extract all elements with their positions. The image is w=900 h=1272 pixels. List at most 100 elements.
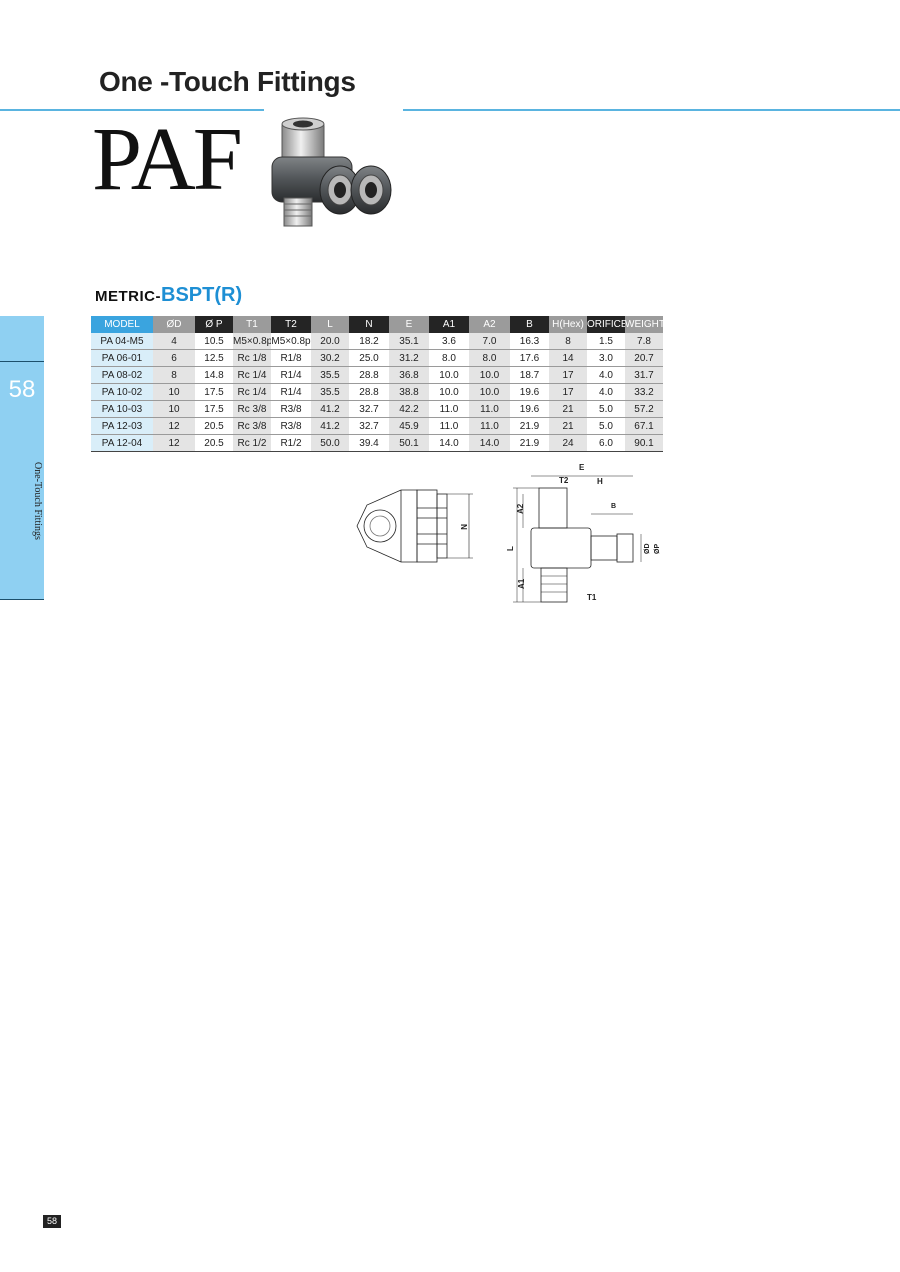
col-header-a1: A1	[429, 316, 469, 333]
table-cell: 31.2	[389, 349, 429, 367]
table-cell: 21	[549, 400, 587, 418]
table-cell: 5.0	[587, 417, 625, 435]
product-photo	[271, 117, 392, 227]
col-header-l: L	[311, 316, 349, 333]
header-rule-right	[403, 109, 900, 111]
table-cell: 41.2	[311, 400, 349, 418]
table-cell: 4.0	[587, 366, 625, 384]
table-cell: 21	[549, 417, 587, 435]
label-op: ØP	[654, 544, 661, 554]
table-cell: 50.1	[389, 434, 429, 452]
table-cell: 11.0	[469, 417, 510, 435]
spec-table: MODEL ØD Ø P T1 T2 L N E A1 A2 B H(Hex) …	[91, 316, 663, 452]
table-cell: 12	[153, 434, 195, 452]
table-cell: 50.0	[311, 434, 349, 452]
product-code: PAF	[92, 110, 243, 209]
table-cell: 17.5	[195, 400, 233, 418]
footer-page-number: 58	[43, 1215, 61, 1228]
table-cell: 17	[549, 366, 587, 384]
table-cell: 35.5	[311, 366, 349, 384]
table-cell: 6.0	[587, 434, 625, 452]
table-cell-model: PA 10-02	[91, 383, 153, 401]
table-cell-model: PA 08-02	[91, 366, 153, 384]
table-cell-model: PA 04-M5	[91, 333, 153, 350]
col-header-op: Ø P	[195, 316, 233, 333]
table-cell: 41.2	[311, 417, 349, 435]
table-cell: 11.0	[469, 400, 510, 418]
label-b: B	[611, 503, 616, 510]
table-cell: 8	[549, 333, 587, 350]
label-od: ØD	[644, 544, 651, 555]
table-cell: 35.5	[311, 383, 349, 401]
table-cell: 35.1	[389, 333, 429, 350]
table-cell: 28.8	[349, 383, 389, 401]
table-cell: 14.0	[469, 434, 510, 452]
table-cell: 17	[549, 383, 587, 401]
table-cell: 10	[153, 400, 195, 418]
table-cell: 39.4	[349, 434, 389, 452]
table-cell: 32.7	[349, 400, 389, 418]
table-cell: R1/4	[271, 383, 311, 401]
spec-table-header-row: MODEL ØD Ø P T1 T2 L N E A1 A2 B H(Hex) …	[91, 316, 663, 333]
table-cell: 67.1	[625, 417, 663, 435]
table-cell: 19.6	[510, 400, 549, 418]
table-cell: 8.0	[469, 349, 510, 367]
table-cell: 8	[153, 366, 195, 384]
table-cell-model: PA 06-01	[91, 349, 153, 367]
table-cell: 20.0	[311, 333, 349, 350]
table-cell: 12	[153, 417, 195, 435]
side-tab-divider	[0, 361, 44, 362]
table-cell: 20.7	[625, 349, 663, 367]
table-cell: 12.5	[195, 349, 233, 367]
table-cell: Rc 1/2	[233, 434, 271, 452]
table-cell: 14.0	[429, 434, 469, 452]
table-cell: R3/8	[271, 417, 311, 435]
table-cell: 11.0	[429, 400, 469, 418]
side-tab: 58	[0, 316, 44, 600]
col-header-model: MODEL	[91, 316, 153, 333]
table-cell: 3.0	[587, 349, 625, 367]
table-cell: 17.6	[510, 349, 549, 367]
col-header-a2: A2	[469, 316, 510, 333]
table-cell: 36.8	[389, 366, 429, 384]
label-e: E	[579, 463, 585, 472]
table-cell: 10.0	[469, 383, 510, 401]
table-cell: 1.5	[587, 333, 625, 350]
table-cell: 14.8	[195, 366, 233, 384]
table-cell: 10.5	[195, 333, 233, 350]
label-t1: T1	[587, 593, 597, 602]
table-cell: 6	[153, 349, 195, 367]
label-t2: T2	[559, 476, 569, 485]
table-cell-model: PA 10-03	[91, 400, 153, 418]
table-cell-model: PA 12-03	[91, 417, 153, 435]
table-cell: 24	[549, 434, 587, 452]
table-cell: 25.0	[349, 349, 389, 367]
col-header-orifice: ORIFICE	[587, 316, 625, 333]
section-title-suffix: BSPT(R)	[161, 284, 243, 306]
table-cell: Rc 1/8	[233, 349, 271, 367]
table-cell: 20.5	[195, 417, 233, 435]
label-h: H	[597, 477, 603, 486]
page-title: One -Touch Fittings	[99, 66, 356, 97]
col-header-n: N	[349, 316, 389, 333]
table-cell: 7.0	[469, 333, 510, 350]
table-cell: Rc 3/8	[233, 417, 271, 435]
table-cell: 4	[153, 333, 195, 350]
table-cell: 28.8	[349, 366, 389, 384]
top-view-drawing	[356, 489, 473, 563]
table-cell: M5×0.8p	[233, 333, 271, 350]
table-cell: 10.0	[469, 366, 510, 384]
table-cell: 38.8	[389, 383, 429, 401]
table-cell: Rc 1/4	[233, 366, 271, 384]
table-cell: 57.2	[625, 400, 663, 418]
col-header-hex: H(Hex)	[549, 316, 587, 333]
table-cell: 20.5	[195, 434, 233, 452]
table-cell: 17.5	[195, 383, 233, 401]
table-cell: 30.2	[311, 349, 349, 367]
table-cell: 7.8	[625, 333, 663, 350]
table-cell: 10	[153, 383, 195, 401]
table-cell: 18.2	[349, 333, 389, 350]
